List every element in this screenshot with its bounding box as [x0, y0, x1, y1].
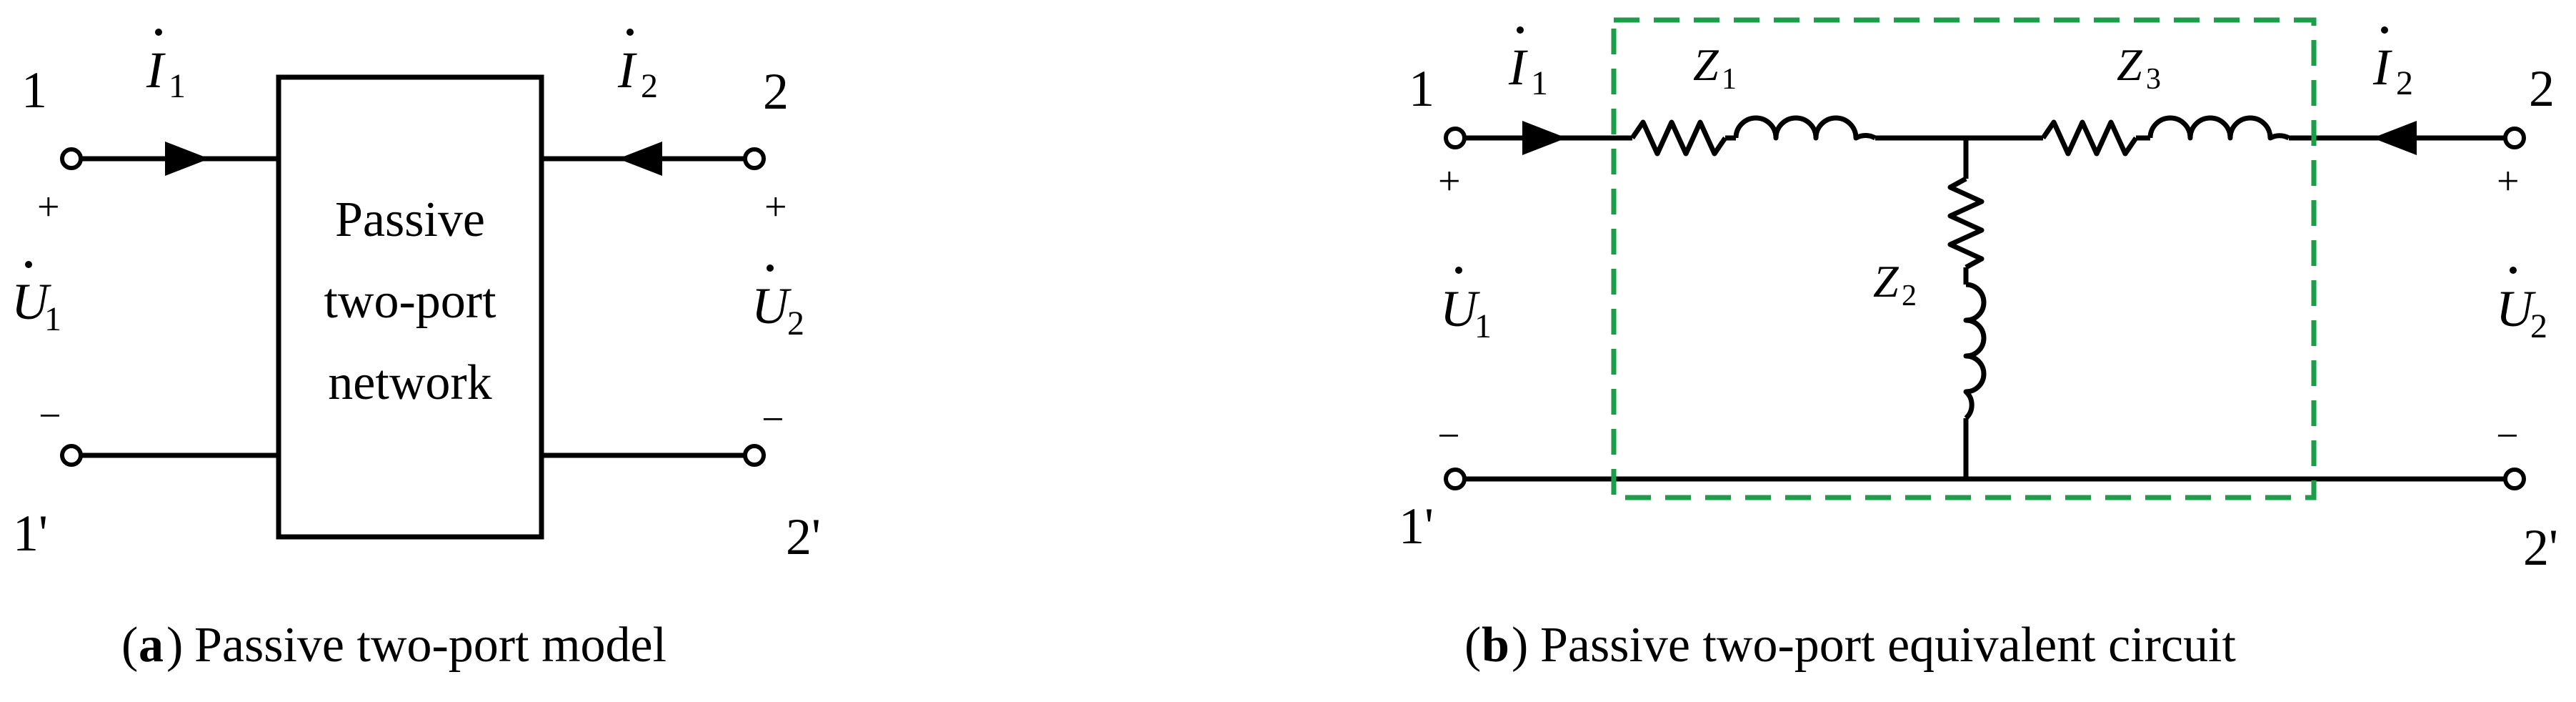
caption-b-close-paren: ): [1512, 618, 1528, 673]
svg-text:Z: Z: [1693, 39, 1719, 90]
terminal-1-prime: [1444, 468, 1467, 490]
current2-arrow-icon: [618, 142, 662, 176]
svg-text:2: 2: [641, 67, 658, 105]
svg-text:I: I: [617, 41, 637, 99]
port2-top-label: 2: [2529, 60, 2555, 117]
dot-accent-icon: [626, 29, 634, 36]
caption-a-text: Passive two-port model: [194, 618, 667, 673]
caption-a-open-paren: (: [121, 618, 138, 673]
box-label-line2: two-port: [324, 274, 496, 329]
caption-b-letter: b: [1482, 618, 1509, 673]
port2-bottom-label: 2': [2523, 519, 2558, 576]
port2-plus: +: [2497, 159, 2520, 204]
port1-top-label: 1: [21, 61, 47, 119]
current1-label: I 1: [146, 29, 186, 105]
box-label-line1: Passive: [335, 192, 485, 247]
equivalent-circuit-boundary: [1611, 17, 2317, 500]
caption-a-letter: a: [139, 618, 164, 673]
voltage1-label: U 1: [1440, 267, 1492, 345]
caption-b-open-paren: (: [1464, 618, 1481, 673]
svg-text:1: 1: [1474, 307, 1492, 345]
svg-text:3: 3: [2146, 63, 2161, 96]
svg-text:1: 1: [1531, 64, 1548, 102]
terminal-1-prime: [60, 444, 83, 467]
current1-label: I 1: [1508, 26, 1548, 102]
svg-text:U: U: [2496, 280, 2536, 337]
caption-b-text: Passive two-port equivalent circuit: [1540, 618, 2236, 673]
caption-a-close-paren: ): [166, 618, 183, 673]
current2-arrow-icon: [2372, 121, 2417, 155]
svg-text:I: I: [2372, 39, 2392, 96]
dot-accent-icon: [1517, 26, 1524, 34]
port1-plus: +: [1438, 159, 1461, 204]
voltage1-label: U 1: [11, 261, 61, 338]
z1-resistor-icon: [1630, 119, 1727, 157]
voltage2-label: U 2: [2496, 267, 2547, 345]
z1-label: Z 1: [1693, 39, 1737, 96]
port1-bottom-label: 1': [1399, 498, 1434, 555]
svg-text:1: 1: [1722, 63, 1737, 96]
current1-arrow-icon: [165, 142, 209, 176]
port2-bottom-label: 2': [786, 508, 821, 565]
dot-accent-icon: [25, 261, 32, 268]
port1-minus: −: [39, 394, 61, 438]
svg-text:I: I: [146, 41, 166, 99]
svg-text:U: U: [752, 277, 792, 335]
svg-text:I: I: [1508, 39, 1528, 96]
two-port-network-box: [276, 74, 544, 540]
z2-label: Z 2: [1873, 256, 1917, 312]
svg-text:1: 1: [44, 300, 61, 338]
port2-top-label: 2: [763, 63, 789, 120]
svg-text:2: 2: [2530, 307, 2547, 345]
z2-resistor-icon: [1947, 176, 1985, 270]
terminal-2-prime: [2503, 468, 2526, 490]
port1-minus: −: [1437, 414, 1460, 458]
svg-text:2: 2: [2396, 64, 2413, 102]
port1-bottom-label: 1': [13, 505, 48, 562]
z2-inductor-icon: [1963, 282, 1987, 420]
svg-text:2: 2: [1902, 280, 1917, 312]
svg-text:Z: Z: [1873, 256, 1899, 307]
current2-label: I 2: [617, 29, 658, 105]
current2-label: I 2: [2372, 26, 2413, 102]
terminal-1: [60, 147, 83, 170]
svg-text:2: 2: [787, 305, 804, 342]
dot-accent-icon: [2510, 267, 2517, 274]
dot-accent-icon: [2381, 26, 2388, 34]
terminal-2: [2503, 127, 2526, 149]
terminal-1: [1444, 127, 1467, 149]
z1-inductor-icon: [1733, 115, 1877, 141]
svg-text:U: U: [1440, 280, 1480, 337]
panel-a: Passive two-port network 1 1' 2 2' I 1 I…: [11, 29, 821, 673]
port2-minus: −: [2496, 414, 2519, 458]
dot-accent-icon: [767, 265, 774, 272]
svg-text:Z: Z: [2117, 39, 2143, 90]
z3-resistor-icon: [2041, 119, 2138, 157]
svg-text:U: U: [11, 273, 51, 330]
current1-arrow-icon: [1522, 121, 1567, 155]
dot-accent-icon: [155, 29, 162, 36]
panel-b: 1 1' 2 2' I 1 I 2 Z 1 Z 3 Z 2 + −: [1399, 17, 2558, 673]
port1-top-label: 1: [1409, 60, 1434, 117]
terminal-2: [743, 147, 766, 170]
terminal-2-prime: [743, 444, 766, 467]
svg-text:1: 1: [169, 67, 186, 105]
dot-accent-icon: [1455, 267, 1462, 274]
voltage2-label: U 2: [752, 265, 804, 342]
port1-plus: +: [37, 185, 60, 229]
port2-plus: +: [764, 185, 787, 229]
z3-label: Z 3: [2117, 39, 2161, 96]
port2-minus: −: [762, 397, 784, 442]
box-label-line3: network: [328, 355, 491, 410]
z3-inductor-icon: [2147, 115, 2290, 141]
